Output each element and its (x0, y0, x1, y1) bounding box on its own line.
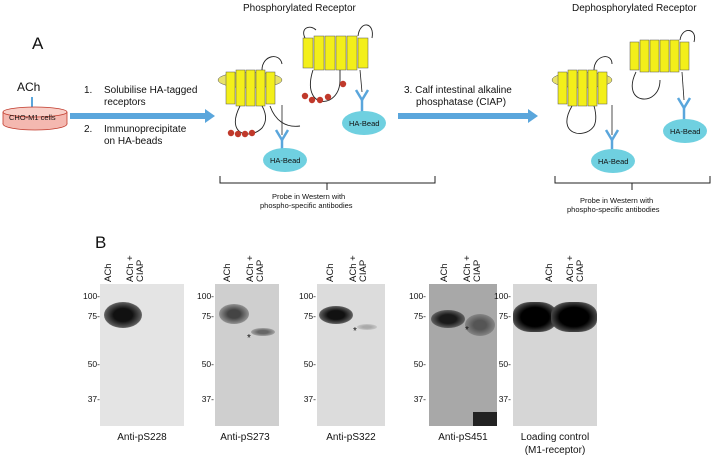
mw-50: 50- (201, 359, 214, 369)
step3-line2: phosphatase (CIAP) (416, 97, 507, 108)
lane-ach: ACh (222, 263, 233, 282)
mw-100: 100- (408, 291, 426, 301)
blot-label-2: Anti-pS273 (220, 432, 270, 443)
mw-75: 75- (201, 311, 214, 321)
panel-b-letter: B (95, 233, 107, 252)
blot-label-5b: (M1-receptor) (524, 445, 586, 456)
blot-label-4: Anti-pS451 (438, 432, 488, 443)
blot-image-1 (100, 284, 184, 426)
receptor-dephospho-2 (629, 30, 707, 143)
panel-a-graphics (2, 24, 711, 190)
mw-100: 100- (298, 291, 316, 301)
mw-50: 50- (87, 359, 100, 369)
bracket-dephospho (554, 176, 711, 184)
mw-37: 37- (87, 394, 100, 404)
mw-37: 37- (303, 394, 316, 404)
step2-number: 2. (84, 124, 93, 135)
mw-100: 100- (493, 291, 511, 301)
step2-line2: on HA-beads (104, 136, 163, 147)
mw-100: 100- (196, 291, 214, 301)
receptor-dephospho-1 (551, 56, 635, 173)
star-marker-3: * (353, 326, 357, 337)
ach-label: ACh (17, 80, 41, 94)
lane-ach-ciap-2: CIAP (472, 259, 483, 282)
mw-75: 75- (498, 311, 511, 321)
bead-label-4: HA-Bead (670, 127, 701, 136)
step1-number: 1. (84, 85, 93, 96)
blot-image-2 (215, 284, 279, 426)
step1-line1: Solubilise HA-tagged (104, 85, 198, 96)
bracket-phospho (219, 176, 436, 184)
bead-label-1: HA-Bead (270, 156, 301, 165)
mw-75: 75- (87, 311, 100, 321)
mw-50: 50- (413, 359, 426, 369)
lane-ach-ciap-2: CIAP (255, 259, 266, 282)
mw-37: 37- (201, 394, 214, 404)
blot-label-3: Anti-pS322 (326, 432, 376, 443)
blot-label-1: Anti-pS228 (117, 432, 167, 443)
blot-label-5: Loading control (520, 432, 590, 443)
phospho-title: Phosphorylated Receptor (243, 3, 356, 14)
dephospho-title: Dephosphorylated Receptor (572, 3, 697, 14)
blot-image-3 (317, 284, 385, 426)
lane-ach-ciap-2: CIAP (575, 259, 586, 282)
blot-image-4 (429, 284, 497, 426)
bead-label-3: HA-Bead (598, 157, 629, 166)
lane-ach: ACh (544, 263, 555, 282)
mw-75: 75- (303, 311, 316, 321)
mw-75: 75- (413, 311, 426, 321)
mw-100: 100- (82, 291, 100, 301)
probe-dephospho-line2: phospho-specific antibodies (567, 205, 660, 214)
mw-37: 37- (413, 394, 426, 404)
mw-50: 50- (498, 359, 511, 369)
step2-line1: Immunoprecipitate (104, 124, 187, 135)
receptor-phospho-2 (301, 24, 386, 135)
bead-label-2: HA-Bead (349, 119, 380, 128)
lane-ach: ACh (439, 263, 450, 282)
lane-ach-ciap-2: CIAP (358, 259, 369, 282)
probe-dephospho-line1: Probe in Western with (580, 196, 654, 205)
dish-label: CHO-M1 cells (9, 113, 56, 122)
probe-phospho-line1: Probe in Western with (272, 192, 346, 201)
star-marker-4: * (465, 325, 469, 336)
mw-37: 37- (498, 394, 511, 404)
step-arrow-1 (70, 109, 215, 123)
lane-ach-ciap-2: CIAP (135, 259, 146, 282)
step3-line1: 3. Calf intestinal alkaline (404, 85, 512, 96)
step-arrow-2 (398, 109, 538, 123)
star-marker-2: * (247, 333, 251, 344)
receptor-phospho-1 (217, 56, 307, 172)
probe-phospho-line2: phospho-specific antibodies (260, 201, 353, 210)
blot-image-5 (513, 284, 597, 426)
mw-50: 50- (303, 359, 316, 369)
step1-line2: receptors (104, 97, 146, 108)
lane-ach: ACh (103, 263, 114, 282)
lane-ach: ACh (325, 263, 336, 282)
panel-a-letter: A (32, 34, 44, 53)
